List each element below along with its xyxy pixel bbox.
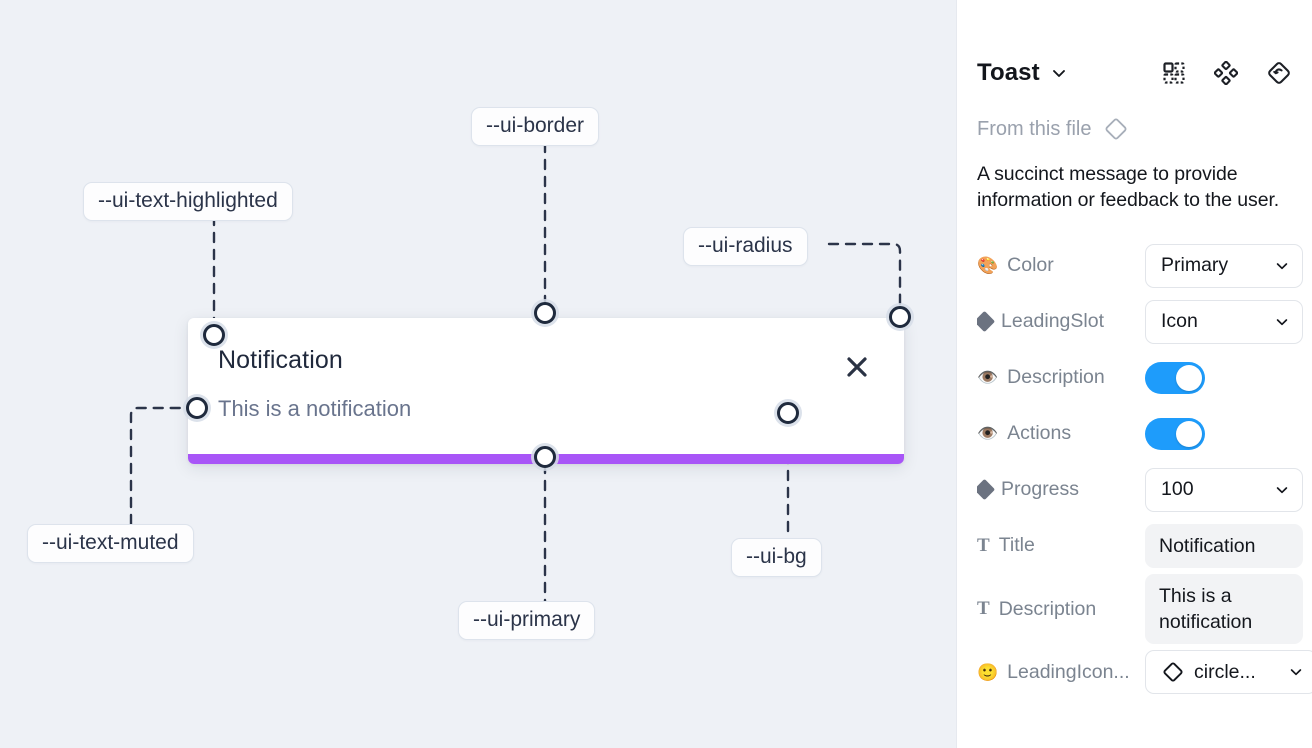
chevron-down-icon	[1274, 258, 1290, 274]
color-select[interactable]: Primary	[1145, 243, 1303, 288]
eye-emoji: 👁️	[977, 368, 999, 388]
chevron-down-icon	[1274, 482, 1290, 498]
from-this-file-row[interactable]: From this file	[977, 116, 1292, 142]
toast-component[interactable]: Notification This is a notification	[188, 318, 904, 464]
property-label-leadingicon: 🙂 LeadingIcon...	[977, 660, 1130, 683]
token-node-text-highlighted[interactable]	[203, 324, 225, 346]
toast-title: Notification	[218, 346, 343, 374]
token-node-text-muted[interactable]	[186, 397, 208, 419]
property-row-description-text: T Description This is a notification	[977, 573, 1303, 645]
eye-emoji: 👁️	[977, 424, 999, 444]
property-row-leadingicon: 🙂 LeadingIcon... circle...	[977, 644, 1312, 700]
leadingslot-select[interactable]: Icon	[1145, 299, 1303, 344]
property-label-actions-toggle: 👁️ Actions	[977, 422, 1072, 445]
reset-instance-icon[interactable]	[1266, 60, 1292, 86]
toast-description: This is a notification	[218, 396, 412, 421]
description-toggle[interactable]	[1145, 361, 1205, 394]
token-node-bg[interactable]	[777, 402, 799, 424]
property-row-actions-toggle: 👁️ Actions	[977, 406, 1292, 462]
component-description: A succinct message to provide informatio…	[977, 163, 1280, 211]
chevron-down-icon	[1274, 314, 1290, 330]
annotation-pill-bg[interactable]: --ui-bg	[731, 538, 822, 578]
property-row-description-toggle: 👁️ Description	[977, 350, 1292, 406]
diamond-icon	[977, 311, 996, 333]
annotation-pill-text-muted[interactable]: --ui-text-muted	[27, 524, 194, 564]
toggle-knob	[1176, 420, 1202, 447]
text-glyph-icon: T	[977, 598, 990, 620]
property-label-leadingslot: LeadingSlot	[977, 310, 1145, 333]
annotation-pill-primary[interactable]: --ui-primary	[458, 601, 596, 641]
design-canvas[interactable]: Notification This is a notification --ui…	[0, 0, 956, 748]
properties-panel: Toast	[956, 0, 1312, 748]
progress-select[interactable]: 100	[1145, 467, 1303, 512]
page-title: Toast	[977, 59, 1040, 86]
property-list: 🎨 Color Primary LeadingSlot	[977, 238, 1312, 701]
smiley-emoji: 🙂	[977, 662, 999, 682]
token-node-border[interactable]	[534, 302, 556, 324]
chevron-down-icon	[1288, 664, 1304, 680]
toggle-knob	[1176, 364, 1202, 391]
panel-header: Toast	[977, 44, 1292, 102]
property-label-title: T Title	[977, 534, 1035, 557]
token-node-radius[interactable]	[889, 306, 911, 328]
annotation-pill-border[interactable]: --ui-border	[471, 107, 600, 147]
text-glyph-icon: T	[977, 534, 990, 556]
description-input[interactable]: This is a notification	[1145, 573, 1303, 645]
diamond-icon	[1161, 660, 1185, 684]
annotation-pill-radius[interactable]: --ui-radius	[683, 227, 808, 267]
from-this-file-label: From this file	[977, 117, 1092, 140]
property-row-progress: Progress 100	[977, 462, 1303, 518]
annotation-pill-text-highlighted[interactable]: --ui-text-highlighted	[83, 182, 293, 222]
leadingicon-select[interactable]: circle...	[1145, 650, 1312, 695]
chevron-down-icon[interactable]	[1050, 64, 1068, 82]
variants-cluster-icon[interactable]	[1214, 61, 1238, 85]
diamond-icon	[977, 479, 996, 501]
palette-emoji: 🎨	[977, 256, 999, 276]
diamond-icon	[1103, 116, 1129, 142]
token-node-primary[interactable]	[534, 446, 556, 468]
property-row-color: 🎨 Color Primary	[977, 238, 1303, 294]
component-set-icon[interactable]	[1162, 61, 1186, 85]
property-row-leadingslot: LeadingSlot Icon	[977, 294, 1303, 350]
title-input[interactable]: Notification	[1145, 523, 1303, 568]
header-icon-group	[1162, 60, 1292, 86]
property-label-progress: Progress	[977, 478, 1145, 501]
property-label-color: 🎨 Color	[977, 254, 1054, 277]
close-icon[interactable]	[844, 354, 870, 380]
property-label-description-text: T Description	[977, 597, 1097, 620]
property-row-title: T Title Notification	[977, 518, 1303, 574]
property-label-description-toggle: 👁️ Description	[977, 366, 1105, 389]
actions-toggle[interactable]	[1145, 417, 1205, 450]
